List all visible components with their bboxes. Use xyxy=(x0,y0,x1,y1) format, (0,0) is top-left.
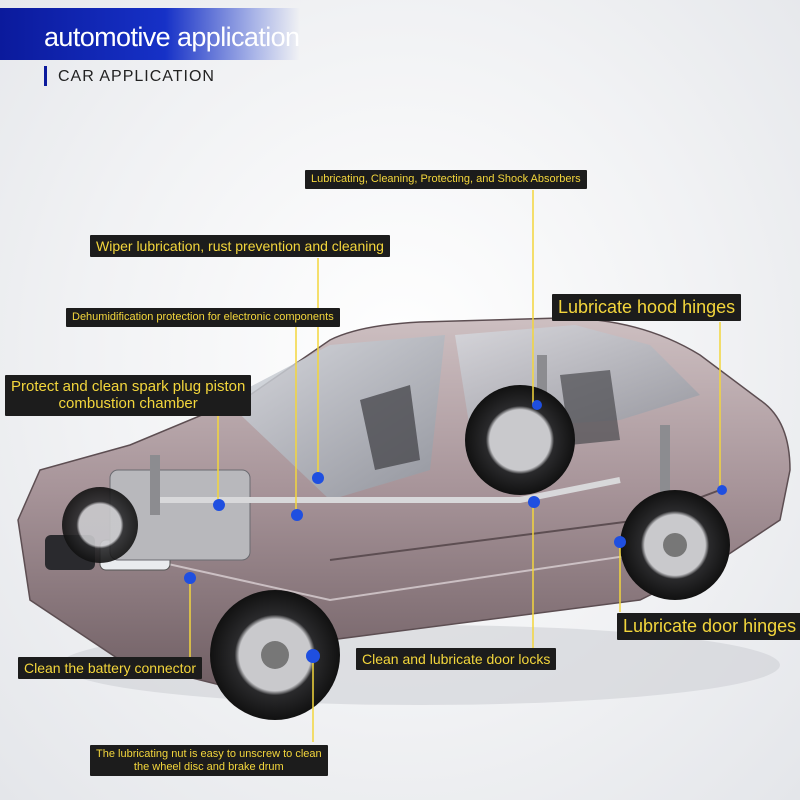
marker-electronics xyxy=(291,509,303,521)
label-door-locks: Clean and lubricate door locks xyxy=(356,648,557,671)
car-seat xyxy=(360,385,420,470)
exhaust-pipe xyxy=(160,477,621,503)
markers xyxy=(184,400,727,663)
label-wheel-nut-line-2: the wheel disc and brake drum xyxy=(133,760,284,773)
marker-battery xyxy=(184,572,196,584)
car-seat-rear xyxy=(560,370,620,445)
label-battery: Clean the battery connector xyxy=(18,657,202,680)
page-subtitle: CAR APPLICATION xyxy=(58,68,215,85)
rear-hub xyxy=(663,533,687,557)
front-strut xyxy=(150,455,160,515)
rear-cutaway-wheel xyxy=(465,385,575,495)
marker-hinges xyxy=(614,536,626,548)
header-accent xyxy=(44,66,47,86)
leader-lines xyxy=(189,190,721,742)
label-electronics: Dehumidification protection for electron… xyxy=(66,308,340,327)
front-hub xyxy=(261,641,289,669)
label-door-hinges: Lubricate door hinges xyxy=(617,613,800,640)
front-left-wheel xyxy=(62,487,138,563)
marker-locks xyxy=(528,496,540,508)
label-spark-plug-line-1: Protect and clean spark plug piston xyxy=(11,378,246,395)
label-spark-plug: Protect and clean spark plug piston comb… xyxy=(5,375,252,416)
header-banner xyxy=(0,8,300,60)
marker-spark xyxy=(213,499,225,511)
label-spark-plug-line-2: combustion chamber xyxy=(58,395,198,413)
rear-strut-2 xyxy=(660,425,670,495)
label-wiper: Wiper lubrication, rust prevention and c… xyxy=(90,235,390,258)
marker-wheel xyxy=(306,649,320,663)
label-wheel-nut-line-1: The lubricating nut is easy to unscrew t… xyxy=(96,748,322,760)
label-hood-hinges: Lubricate hood hinges xyxy=(552,294,742,321)
marker-wiper xyxy=(312,472,324,484)
page-title: automotive application xyxy=(44,22,300,52)
label-wheel-nut: The lubricating nut is easy to unscrew t… xyxy=(90,745,328,777)
label-shock-absorbers: Lubricating, Cleaning, Protecting, and S… xyxy=(305,170,587,189)
marker-hood xyxy=(717,485,727,495)
marker-shock xyxy=(532,400,542,410)
